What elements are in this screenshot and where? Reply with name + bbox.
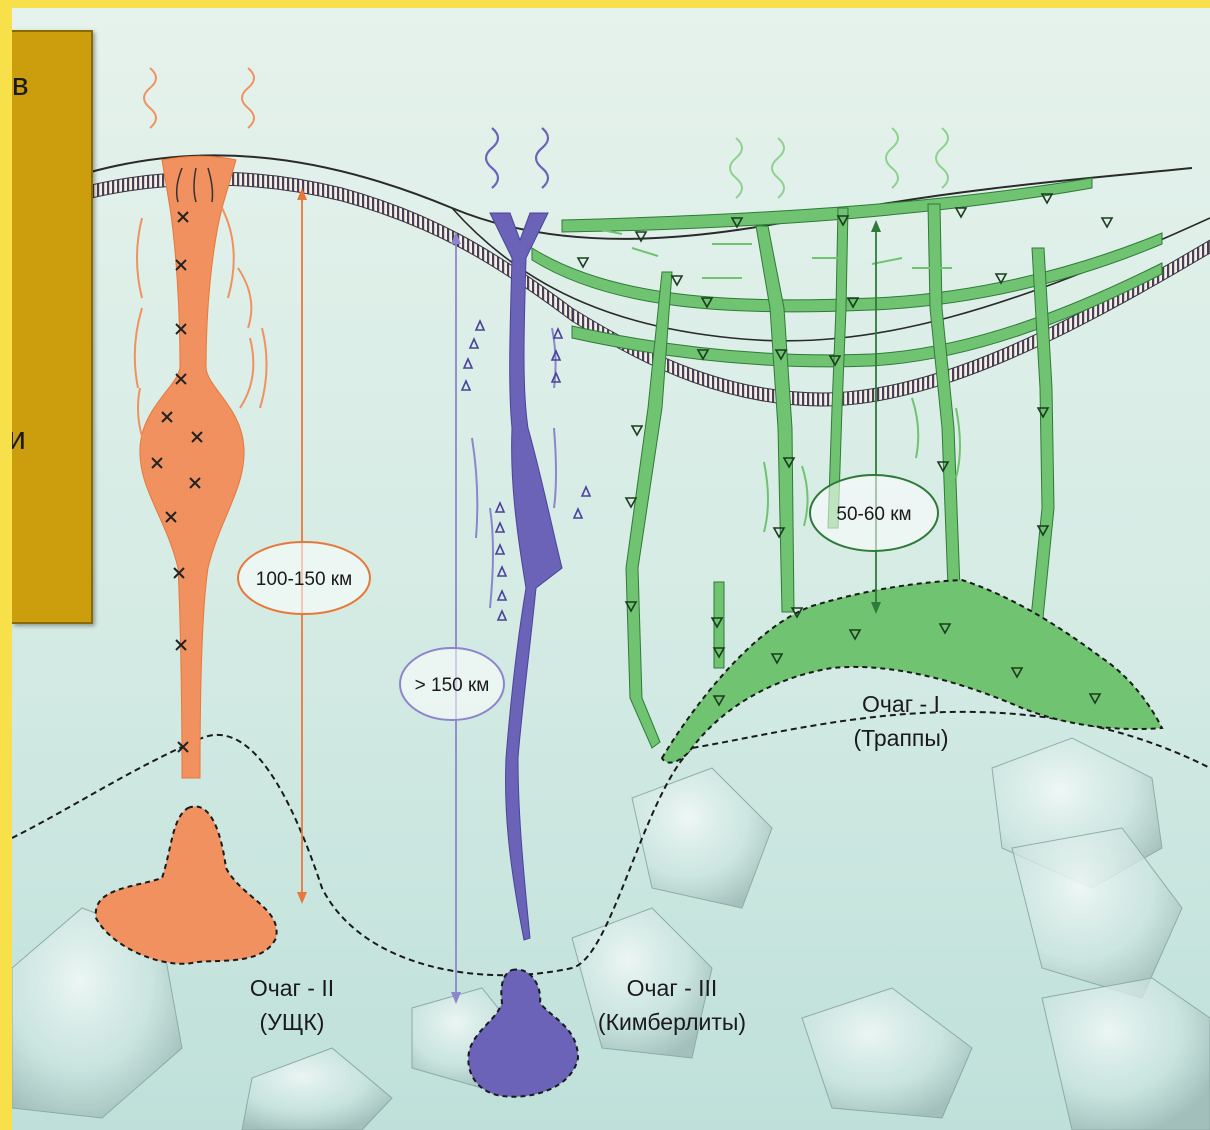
hatched-layer-left	[87, 172, 572, 321]
smoke-wisp-icon	[242, 68, 254, 128]
chamber-1-type: (Траппы)	[853, 725, 948, 751]
chamber-2-name: Очаг - II	[250, 975, 334, 1001]
green-depth-arrow	[871, 220, 881, 614]
green-dyke-5	[1028, 248, 1054, 648]
smoke-wisp-icon	[486, 128, 498, 188]
side-panel-text-fragment: и	[12, 420, 26, 457]
smoke-wisp-icon	[772, 138, 784, 198]
side-text-panel: ов и	[12, 30, 93, 624]
green-dyke-4	[928, 204, 960, 588]
crystal-shape	[242, 1048, 392, 1130]
depth-blue-label: > 150 км	[415, 675, 490, 696]
crystal-shape	[1042, 978, 1210, 1130]
orange-pipe	[140, 156, 244, 778]
chamber-1-name: Очаг - I	[862, 691, 940, 717]
orange-pipe-group	[96, 68, 277, 964]
crystal-shape	[802, 988, 972, 1118]
blue-depth-arrow	[451, 232, 461, 1004]
chamber-3-type: (Кимберлиты)	[598, 1009, 746, 1035]
chamber-3-name: Очаг - III	[627, 975, 718, 1001]
smoke-wisp-icon	[886, 128, 898, 188]
smoke-wisp-icon	[536, 128, 548, 188]
chamber-3-shape	[468, 970, 578, 1097]
crystal-shape	[1012, 828, 1182, 998]
chamber-2-type: (УЩК)	[260, 1009, 325, 1035]
smoke-wisp-icon	[730, 138, 742, 198]
diagram-scene: 100-150 км > 150 км	[12, 8, 1210, 1130]
geological-diagram: 100-150 км > 150 км	[12, 8, 1210, 1130]
depth-orange-label: 100-150 км	[256, 569, 352, 590]
crystal-shape	[632, 768, 772, 908]
smoke-wisp-icon	[936, 128, 948, 188]
depth-green-label: 50-60 км	[836, 504, 911, 525]
green-trap-group	[532, 128, 1162, 763]
green-dyke-2	[756, 226, 794, 612]
chamber-2-shape	[96, 806, 277, 963]
side-panel-text-fragment: ов	[12, 66, 29, 103]
smoke-wisp-icon	[144, 68, 156, 128]
